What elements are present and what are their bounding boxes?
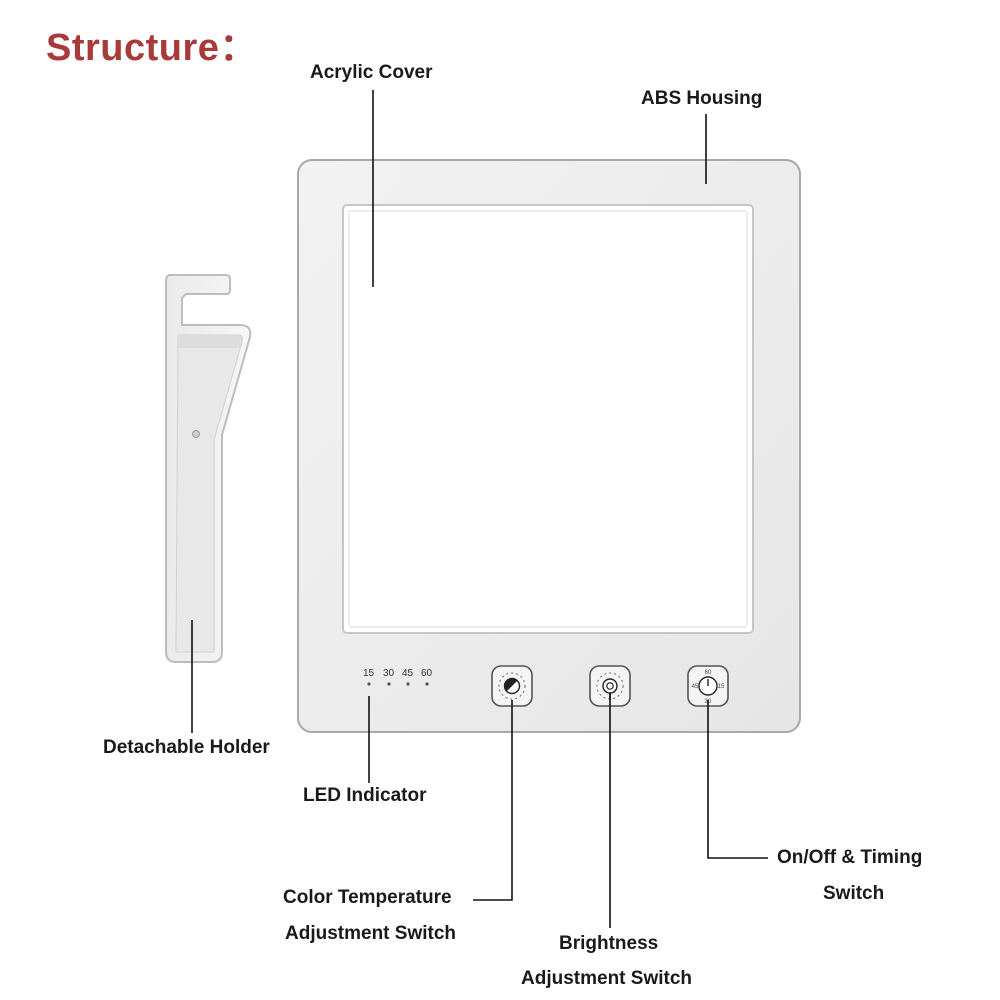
sun-icon	[606, 682, 614, 690]
holder-screw-hole	[192, 430, 200, 438]
half-circle-icon	[504, 678, 518, 692]
led-label-15: 15	[363, 668, 375, 679]
leader-lines	[191, 90, 768, 928]
label-brightness-line2: Adjustment Switch	[521, 968, 693, 989]
led-dot	[406, 682, 410, 686]
leader-onoff-timing	[707, 700, 768, 859]
timer-dial-left: 45	[692, 684, 699, 690]
label-color-temperature-line2: Adjustment Switch	[285, 923, 457, 944]
led-dot	[367, 682, 371, 686]
label-acrylic-cover: Acrylic Cover	[310, 62, 433, 83]
label-brightness-line1: Brightness	[559, 933, 659, 954]
brightness-knob[interactable]	[589, 665, 631, 707]
label-led-indicator: LED Indicator	[303, 785, 427, 806]
page-title: Structure：	[46, 27, 258, 69]
led-dot	[387, 682, 391, 686]
leader-color-temperature	[473, 700, 513, 901]
led-dot	[425, 682, 429, 686]
led-label-60: 60	[421, 668, 433, 679]
detachable-holder	[165, 274, 252, 663]
timer-dial-top: 60	[705, 670, 712, 676]
label-color-temperature-line1: Color Temperature	[283, 887, 452, 908]
led-label-45: 45	[402, 668, 414, 679]
timer-knob[interactable]: 60 15 30 45	[687, 665, 729, 707]
timer-dial-right: 15	[718, 684, 725, 690]
label-onoff-line2: Switch	[823, 883, 885, 904]
label-onoff-line1: On/Off & Timing	[777, 847, 923, 868]
led-label-30: 30	[383, 668, 395, 679]
led-indicator-dots	[367, 682, 429, 686]
acrylic-cover	[342, 204, 754, 634]
label-detachable-holder: Detachable Holder	[103, 737, 270, 758]
label-abs-housing: ABS Housing	[641, 88, 763, 109]
